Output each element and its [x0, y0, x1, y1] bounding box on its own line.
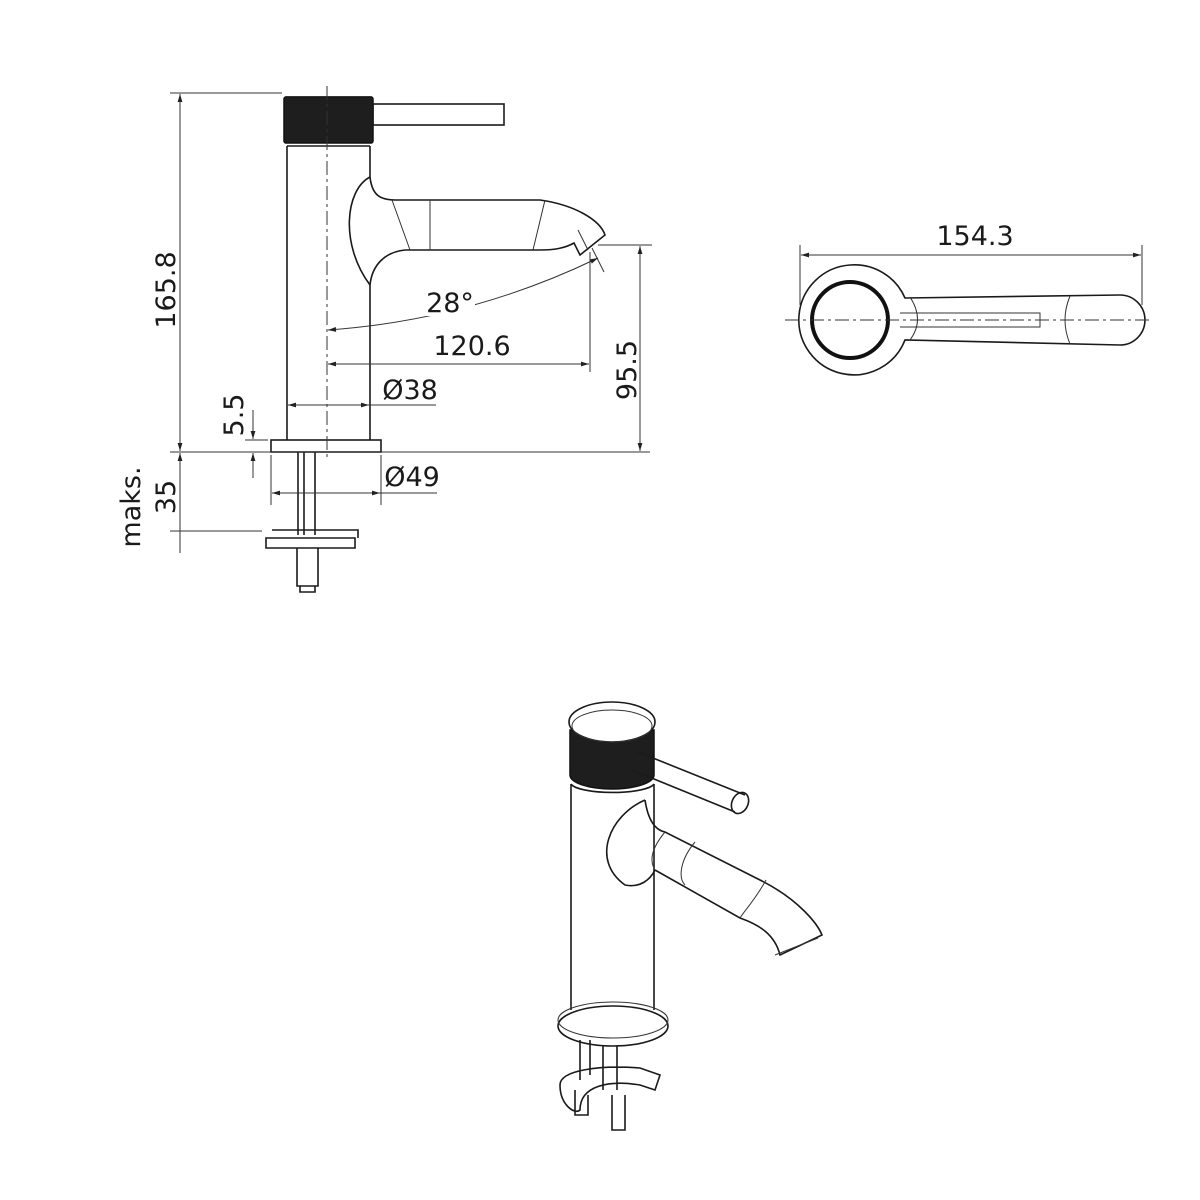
top-view: 154.3 [785, 221, 1152, 376]
dimension-spout-height: 95.5 [612, 340, 643, 400]
base-plate [270, 439, 382, 453]
isometric-view [557, 701, 824, 1131]
knurled-handle-ring [283, 96, 374, 144]
top-outline [798, 264, 1146, 376]
spout [348, 176, 606, 286]
dimension-max-label: maks. [116, 466, 147, 547]
side-view: 165.8 95.5 28° 120.6 Ø38 5.5 Ø49 35 maks… [116, 86, 652, 593]
dimension-base-thickness: 5.5 [219, 394, 250, 437]
lever-handle [372, 103, 505, 126]
dimension-spout-angle: 28° [426, 288, 474, 319]
dimension-total-length: 154.3 [936, 221, 1013, 252]
dimension-total-height: 165.8 [151, 251, 182, 328]
iso-mounting-hardware [559, 1040, 662, 1131]
mounting-plate [265, 529, 359, 549]
body [286, 145, 371, 440]
iso-spout [606, 799, 824, 957]
iso-body [570, 783, 655, 1010]
threaded-bolt [296, 548, 319, 593]
iso-lever [631, 751, 746, 813]
dimension-body-diameter: Ø38 [382, 375, 438, 406]
iso-base-plate [557, 1005, 669, 1047]
dimension-base-diameter: Ø49 [384, 462, 440, 493]
dimension-spout-reach: 120.6 [433, 331, 510, 362]
dimension-max-counter-thickness: 35 [151, 480, 182, 514]
